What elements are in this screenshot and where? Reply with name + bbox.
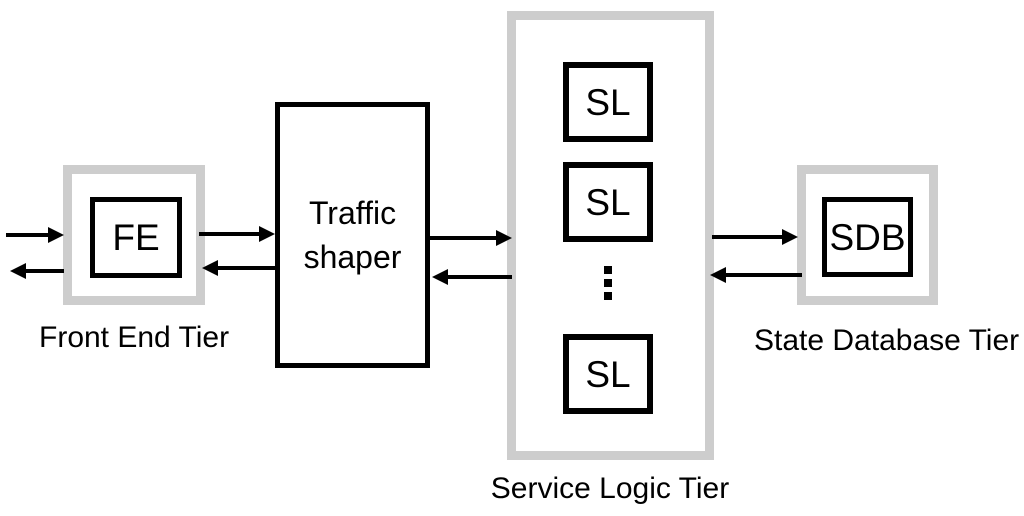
arrow-head	[432, 269, 448, 285]
arrow-head	[496, 230, 512, 246]
front-end-node: FE	[90, 197, 182, 278]
service-logic-node-1-label: SL	[585, 81, 631, 123]
arrow-head	[259, 226, 275, 242]
arrow-shaft	[20, 269, 64, 273]
arrow-head	[782, 229, 798, 245]
service-logic-node-3: SL	[563, 334, 653, 414]
arrow-head	[710, 267, 726, 283]
arrow-front-end-to-traffic-shaper-icon	[199, 226, 275, 242]
arrow-traffic-shaper-to-service-logic-icon	[430, 230, 512, 246]
front-end-node-label: FE	[112, 217, 160, 258]
service-logic-node-3-label: SL	[585, 353, 631, 395]
traffic-shaper-node: Traffic shaper	[275, 102, 430, 368]
arrow-shaft	[442, 275, 512, 279]
arrow-head	[10, 263, 26, 279]
arrow-outbound-from-front-end-icon	[10, 263, 64, 279]
arrow-shaft	[212, 266, 275, 270]
state-database-tier-label: State Database Tier	[754, 324, 1020, 357]
service-logic-node-2-label: SL	[585, 181, 631, 223]
ellipsis-dot	[604, 279, 612, 287]
ellipsis-dot	[604, 266, 612, 274]
arrow-state-database-to-service-logic-icon	[710, 267, 802, 283]
arrow-shaft	[199, 232, 265, 236]
arrow-head	[48, 227, 64, 243]
state-database-node-label: SDB	[829, 216, 906, 258]
arrow-service-logic-to-traffic-shaper-icon	[432, 269, 512, 285]
service-logic-node-2: SL	[563, 162, 653, 242]
arrow-traffic-shaper-to-front-end-icon	[202, 260, 275, 276]
ellipsis-dot	[604, 292, 612, 300]
service-logic-tier-label: Service Logic Tier	[490, 472, 730, 505]
front-end-tier-label: Front End Tier	[39, 321, 230, 354]
arrow-shaft	[430, 236, 502, 240]
arrow-inbound-to-front-end-icon	[6, 227, 64, 243]
arrow-shaft	[712, 235, 788, 239]
arrow-head	[202, 260, 218, 276]
arrow-service-logic-to-state-database-icon	[712, 229, 798, 245]
traffic-shaper-label-line2: shaper	[303, 239, 402, 275]
arrow-shaft	[720, 273, 802, 277]
arrow-shaft	[6, 233, 54, 237]
state-database-node: SDB	[822, 197, 913, 277]
traffic-shaper-label-line1: Traffic	[308, 195, 397, 231]
vertical-ellipsis-icon	[604, 266, 612, 300]
service-logic-node-1: SL	[563, 62, 653, 142]
